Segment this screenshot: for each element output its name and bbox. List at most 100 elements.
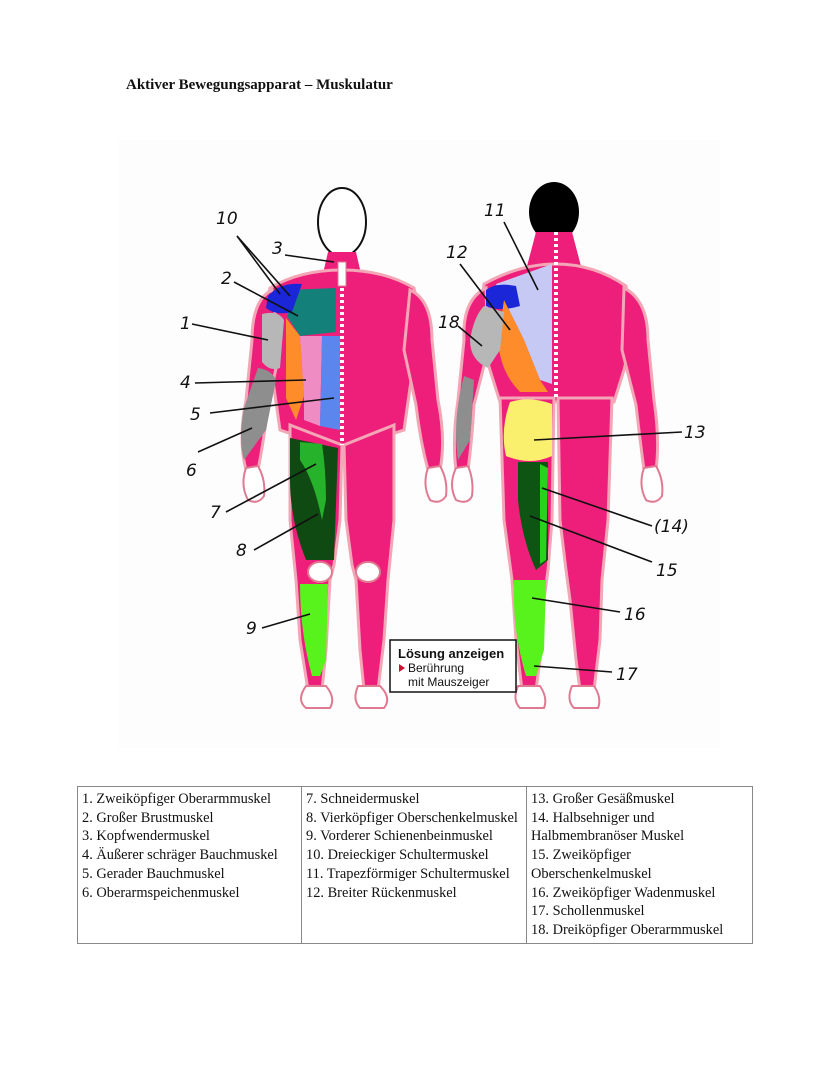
callout-line-9 (261, 613, 311, 629)
muscle-legend-table: 1. Zweiköpfiger Oberarmmuskel 2. Großer … (77, 786, 753, 944)
legend-item-6: 6. Oberarmspeichenmuskel (82, 884, 240, 901)
callout-line-1 (191, 323, 269, 341)
callout-line-2 (233, 281, 299, 317)
callout-18: 18 (438, 313, 460, 333)
back-hand-left (451, 464, 474, 503)
front-head (317, 187, 367, 257)
callout-line-10b (236, 235, 291, 297)
legend-item-7: 7. Schneidermuskel (306, 791, 420, 807)
callout-line-13 (533, 431, 683, 441)
callout-line-18 (457, 325, 483, 347)
callout-numbers: 10 3 2 1 4 5 6 7 8 9 11 12 18 13 (14) 15… (180, 201, 706, 685)
rectus-abdominis-muscle (320, 336, 340, 430)
callout-lines (191, 221, 683, 673)
solution-button-line1: Berührung (408, 661, 464, 675)
callout-line-4 (194, 379, 307, 384)
back-hand-right (640, 464, 664, 503)
legend-item-5: 5. Gerader Bauchmuskel (82, 865, 225, 882)
callout-3: 3 (272, 239, 283, 259)
callout-line-7 (225, 463, 317, 513)
back-figure (451, 182, 664, 709)
arrow-right-icon (399, 664, 405, 672)
legend-item-2: 2. Großer Brustmuskel (82, 809, 214, 826)
callout-line-10a (236, 235, 281, 295)
legend-row: 1. Zweiköpfiger Oberarmmuskel 2. Großer … (77, 786, 753, 944)
legend-item-15: 15. Zweiköpfiger Oberschenkelmuskel (531, 847, 652, 882)
back-leg-right (556, 396, 614, 692)
callout-11: 11 (484, 201, 506, 221)
legend-item-9: 9. Vorderer Schienenbeinmuskel (306, 828, 493, 845)
solution-button[interactable]: Lösung anzeigen Berührung mit Mauszeiger (389, 639, 517, 693)
front-foot-right (354, 685, 389, 709)
callout-16: 16 (624, 605, 646, 625)
front-figure (240, 187, 448, 709)
external-oblique-muscle (300, 336, 322, 426)
callout-line-8 (253, 513, 319, 551)
front-foot-left (300, 685, 334, 709)
callout-14: (14) (654, 517, 689, 537)
solution-button-title: Lösung anzeigen (398, 646, 504, 661)
back-foot-right (568, 685, 601, 709)
callout-2: 2 (221, 269, 232, 289)
solution-button-frame[interactable] (389, 639, 517, 693)
front-hand-right (424, 464, 448, 503)
back-head (529, 182, 579, 242)
legend-item-1: 1. Zweiköpfiger Oberarmmuskel (82, 791, 272, 807)
callout-13: 13 (684, 423, 706, 443)
callout-line-12 (459, 263, 511, 331)
callout-9: 9 (246, 619, 257, 639)
legend-item-16: 16. Zweiköpfiger Wadenmuskel (531, 884, 716, 901)
callout-line-11 (503, 221, 539, 291)
front-knee-left (307, 561, 333, 583)
legend-column-2: 7. Schneidermuskel 8. Vierköpfiger Obers… (301, 786, 527, 944)
legend-item-17: 17. Schollenmuskel (531, 903, 645, 920)
pectoral-muscle (286, 288, 336, 336)
callout-line-16 (531, 597, 621, 613)
callout-12: 12 (446, 243, 468, 263)
back-forearm (456, 376, 474, 460)
legend-item-12: 12. Breiter Rückenmuskel (306, 884, 457, 901)
legend-column-3: 13. Großer Gesäßmuskel 14. Halbsehniger … (526, 786, 753, 944)
front-sternum (337, 261, 347, 287)
brachioradialis-muscle (241, 368, 276, 460)
gastrocnemius-muscle (513, 580, 546, 676)
back-arm-right (620, 285, 660, 472)
callout-6: 6 (186, 461, 197, 481)
solution-button-line2: mit Mauszeiger (408, 675, 489, 689)
callout-4: 4 (180, 373, 191, 393)
callout-line-6 (197, 427, 253, 453)
callout-7: 7 (210, 503, 221, 523)
sartorius-muscle (300, 442, 326, 520)
callout-8: 8 (236, 541, 247, 561)
callout-line-5 (209, 397, 335, 414)
legend-item-18: 18. Dreiköpfiger Oberarmmuskel (531, 921, 724, 938)
front-serratus (286, 318, 304, 420)
callout-1: 1 (180, 314, 191, 334)
triceps-muscle (470, 306, 504, 368)
legend-item-10: 10. Dreieckiger Schultermuskel (306, 847, 489, 864)
front-deltoid-muscle (266, 283, 302, 314)
legend-item-13: 13. Großer Gesäßmuskel (531, 791, 675, 807)
legend-column-1: 1. Zweiköpfiger Oberarmmuskel 2. Großer … (77, 786, 302, 944)
biceps-muscle (262, 312, 284, 370)
callout-line-14 (541, 487, 653, 527)
legend-item-8: 8. Vierköpfiger Oberschenkelmuskel (306, 809, 518, 826)
callout-15: 15 (656, 561, 678, 581)
front-knee-right (355, 561, 381, 583)
legend-item-11: 11. Trapezförmiger Schultermuskel (306, 865, 510, 882)
callout-10: 10 (216, 209, 238, 229)
tibialis-muscle (300, 584, 328, 676)
page-title: Aktiver Bewegungsapparat – Muskulatur (126, 77, 393, 93)
front-arm-right (402, 287, 445, 472)
muscle-diagram: 10 3 2 1 4 5 6 7 8 9 11 12 18 13 (14) 15… (118, 140, 720, 748)
callout-line-17 (533, 665, 613, 673)
callout-line-15 (529, 515, 653, 563)
callout-17: 17 (616, 665, 638, 685)
callout-5: 5 (190, 405, 201, 425)
back-foot-left (514, 685, 547, 709)
legend-item-14: 14. Halbsehniger und Halbmembranöser Mus… (531, 809, 685, 845)
gluteus-muscle (503, 399, 552, 461)
legend-item-4: 4. Äußerer schräger Bauchmuskel (82, 847, 278, 864)
quadriceps-muscle (290, 438, 338, 560)
front-leg-right (342, 422, 396, 692)
